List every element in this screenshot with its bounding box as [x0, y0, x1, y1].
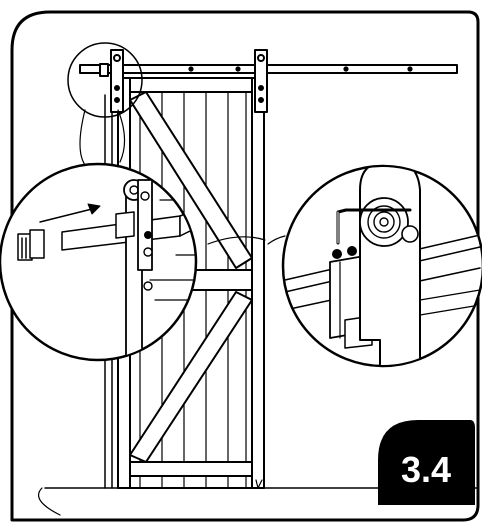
- left-hanger-strap: [110, 49, 124, 113]
- step-badge: 3.4: [378, 420, 475, 505]
- track-rail: [79, 63, 458, 77]
- rail-end-detail-marker: [67, 42, 143, 118]
- rail-end-stop-piece: [17, 229, 45, 261]
- instruction-frame: [10, 10, 480, 522]
- step-number-label: 3.4: [401, 449, 451, 490]
- right-hanger-strap: [254, 49, 268, 113]
- rail-end-stop-callout: [0, 162, 198, 362]
- hanger-anti-jump-callout: [281, 164, 482, 368]
